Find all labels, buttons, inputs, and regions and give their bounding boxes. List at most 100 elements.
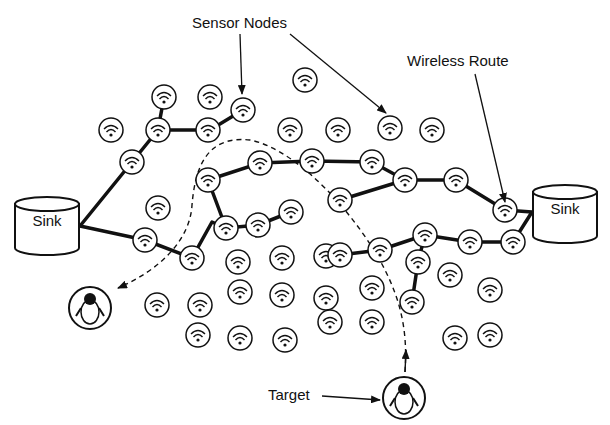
wifi-arcs	[411, 258, 425, 265]
sensor-circle	[360, 310, 384, 334]
sensor-circle	[378, 116, 402, 140]
sensor-circle	[145, 293, 169, 317]
wifi-arcs	[191, 331, 205, 338]
target-path	[118, 140, 406, 372]
wifi-dot	[454, 183, 457, 186]
wifi-arcs	[138, 236, 152, 243]
wifi-dot	[206, 183, 209, 186]
sensor-node-icon	[360, 276, 384, 300]
sensor-circle	[478, 278, 502, 302]
wifi-dot	[378, 253, 381, 256]
wifi-dot	[256, 228, 259, 231]
wifi-dot	[241, 113, 244, 116]
sensor-node-icon	[478, 278, 502, 302]
wifi-dot	[198, 308, 201, 311]
sensor-node-icon	[146, 196, 170, 220]
wifi-dot	[238, 341, 241, 344]
sensor-node-icon	[444, 168, 468, 192]
sensor-circle	[196, 168, 220, 192]
sensor-circle	[458, 230, 482, 254]
wifi-arcs	[365, 284, 379, 291]
sensor-circle	[228, 280, 252, 304]
wifi-arcs	[463, 238, 477, 245]
sensor-circle	[293, 68, 317, 92]
callout-label: Target	[266, 386, 312, 403]
sensor-circle	[300, 149, 324, 173]
leader-line	[240, 34, 242, 94]
sensor-circle	[368, 238, 392, 262]
wifi-arcs	[151, 204, 165, 211]
sensor-circle	[186, 323, 210, 347]
sensor-node-icon	[458, 230, 482, 254]
sensor-node-icon	[246, 213, 270, 237]
wifi-dot	[310, 164, 313, 167]
sensor-node-icon	[328, 243, 352, 267]
sensor-circle	[501, 230, 525, 254]
sensor-node-icon	[406, 250, 430, 274]
sensor-node-icon	[478, 323, 502, 347]
sensor-circle	[214, 216, 238, 240]
sensor-node-icon	[228, 326, 252, 350]
wifi-arcs	[418, 231, 432, 238]
sensor-circle	[133, 228, 157, 252]
sensor-node-icon	[188, 293, 212, 317]
sensor-circle	[146, 196, 170, 220]
wifi-arcs	[319, 294, 333, 301]
wifi-arcs	[233, 334, 247, 341]
wifi-dot	[156, 211, 159, 214]
callout-label: Sensor Nodes	[190, 14, 289, 31]
sensor-node-icon	[501, 230, 525, 254]
wifi-dot	[155, 308, 158, 311]
sensor-node-icon	[145, 293, 169, 317]
wifi-arcs	[365, 318, 379, 325]
sensor-circle	[360, 276, 384, 300]
wifi-arcs	[443, 271, 457, 278]
sensor-node-icon	[228, 280, 252, 304]
wifi-arcs	[383, 124, 397, 131]
sensor-node-icon	[326, 118, 350, 142]
sensor-circle	[443, 326, 467, 350]
wifi-arcs	[425, 126, 439, 133]
wifi-dot	[370, 291, 373, 294]
wifi-arcs	[193, 301, 207, 308]
wifi-dot	[224, 231, 227, 234]
wifi-arcs	[275, 254, 289, 261]
wifi-dot	[488, 293, 491, 296]
wifi-arcs	[253, 159, 267, 166]
wifi-dot	[324, 259, 327, 262]
wifi-arcs	[201, 176, 215, 183]
sensor-circle	[99, 118, 123, 142]
sensor-circle	[146, 118, 170, 142]
sensor-node-icon	[180, 246, 204, 270]
wifi-dot	[143, 243, 146, 246]
wifi-dot	[430, 133, 433, 136]
wifi-arcs	[498, 206, 512, 213]
sensor-circle	[438, 263, 462, 287]
wifi-arcs	[365, 158, 379, 165]
sensor-circle	[196, 118, 220, 142]
sensor-node-icon	[420, 118, 444, 142]
wifi-arcs	[333, 196, 347, 203]
sensor-node-icon	[360, 150, 384, 174]
sensor-node-icon	[393, 168, 417, 192]
sensor-circle	[270, 283, 294, 307]
penguin-head	[84, 293, 96, 305]
sensor-circle	[228, 326, 252, 350]
wifi-arcs	[219, 224, 233, 231]
sensor-node-icon	[120, 150, 144, 174]
leader-line	[322, 396, 380, 400]
penguin-wings	[390, 398, 418, 406]
sensor-circle	[188, 293, 212, 317]
sensor-circle	[314, 286, 338, 310]
sink-label: Sink	[532, 200, 598, 217]
wifi-dot	[258, 166, 261, 169]
sensor-circle	[180, 246, 204, 270]
sensor-circle	[406, 250, 430, 274]
wifi-arcs	[284, 208, 298, 215]
sensor-node-icon	[400, 290, 424, 314]
sensor-node-icon	[279, 200, 303, 224]
wifi-dot	[162, 100, 165, 103]
sensor-node-icon	[413, 223, 437, 247]
sensor-circle	[270, 246, 294, 270]
wifi-dot	[109, 133, 112, 136]
